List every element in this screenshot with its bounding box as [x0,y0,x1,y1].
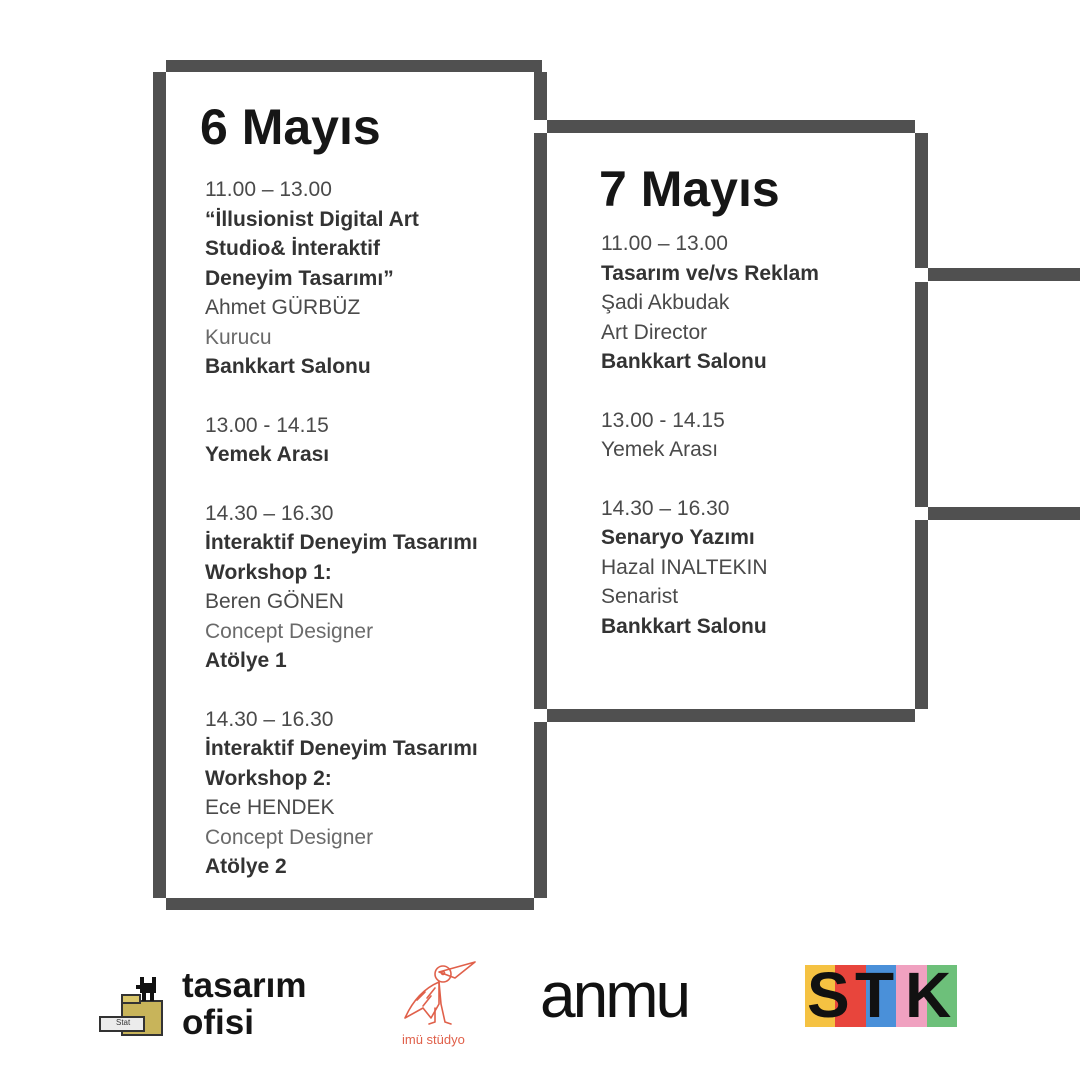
tasarim-ofisi-logo: Stat tasarım ofisi [98,965,338,1045]
schedule-line: Beren GÖNEN [205,590,344,613]
schedule-line: Bankkart Salonu [601,614,767,638]
tasarim-ofisi-line2: ofisi [182,1003,254,1042]
anmu-wordmark: anmu [540,959,691,1031]
spacer [601,465,819,494]
schedule-line: Kurucu [205,325,272,349]
schedule-line: Senarist [601,585,679,608]
schedule-line: 11.00 – 13.00 [601,232,728,255]
schedule-line: Concept Designer [205,825,374,849]
spacer [601,377,819,406]
schedule-line: Ahmet GÜRBÜZ [205,296,361,319]
schedule-line: Tasarım ve/vs Reklam [601,261,819,285]
stk-stripe [926,965,958,1027]
schedule-line: Yemek Arası [601,438,719,461]
stk-letter-s: S [807,959,850,1031]
schedule-line: “İllusionist Digital Art [205,207,419,231]
schedule-line: 14.30 – 16.30 [205,501,334,525]
schedule-line: Yemek Arası [205,443,330,466]
schedule-line: 13.00 - 14.15 [205,413,329,437]
schedule-line: Şadi Akbudak [601,291,730,314]
schedule-line: Hazal INALTEKIN [601,555,768,579]
day1-title: 6 Mayıs [200,99,381,155]
spacer [205,382,478,411]
stk-stripe [896,965,927,1027]
stk-bg [805,965,958,1027]
schedule-line: Atölye 1 [205,649,287,672]
imu-studyo-logo: imü stüdyo [395,958,485,1050]
stk-stripe [835,965,866,1027]
stk-stripe [865,965,897,1027]
schedule-line: Deneyim Tasarımı” [205,266,394,290]
schedule-line: Senaryo Yazımı [601,526,755,549]
schedule-line: Workshop 1: [205,560,332,584]
bird-icon [404,961,476,1025]
schedule-line: Ece HENDEK [205,796,335,819]
stk-logo: S T K [805,959,958,1031]
tasarim-ofisi-line1: tasarım [182,966,307,1005]
stk-stripe [805,965,836,1027]
schedule-line: Concept Designer [205,619,374,643]
schedule-line: Bankkart Salonu [601,350,767,373]
imu-studyo-caption: imü stüdyo [402,1032,465,1047]
schedule-line: 14.30 – 16.30 [601,496,730,520]
schedule-line: 13.00 - 14.15 [601,408,725,432]
schedule-line: İnteraktif Deneyim Tasarımı [205,531,478,554]
schedule-line: İnteraktif Deneyim Tasarımı [205,737,478,760]
folder-cat-icon [99,977,163,1036]
schedule-line: Workshop 2: [205,766,332,790]
folder-tag: Stat [116,1018,131,1027]
spacer [205,470,478,499]
day2-title: 7 Mayıs [599,161,780,217]
schedule-line: Bankkart Salonu [205,355,371,378]
spacer [205,676,478,705]
stk-letter-k: K [905,959,952,1031]
stk-letter-t: T [855,959,895,1031]
schedule-line: Art Director [601,320,708,344]
schedule-line: Atölye 2 [205,855,287,878]
schedule-line: 14.30 – 16.30 [205,707,334,731]
schedule-line: 11.00 – 13.00 [205,178,332,201]
schedule-line: Studio& İnteraktif [205,237,381,260]
anmu-logo: anmu [540,958,720,1038]
